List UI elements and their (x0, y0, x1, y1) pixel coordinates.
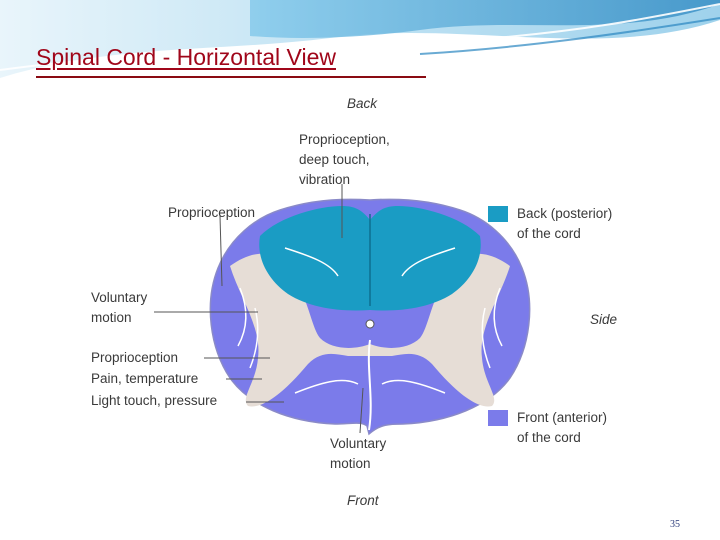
label-front: Front (347, 491, 379, 511)
legend-label-back: Back (posterior) of the cord (517, 204, 612, 244)
label-back: Back (347, 94, 377, 114)
label-voluntary-motion-bottom: Voluntary motion (330, 434, 386, 474)
title-underline (36, 76, 426, 78)
label-pain-temperature: Pain, temperature (91, 369, 198, 389)
label-voluntary-motion-left: Voluntary motion (91, 288, 147, 328)
page-number: 35 (670, 519, 680, 530)
slide-title: Spinal Cord - Horizontal View (36, 44, 336, 71)
legend-label-front: Front (anterior) of the cord (517, 408, 607, 448)
legend-swatch-front (488, 410, 508, 426)
label-proprioception-lower: Proprioception (91, 348, 178, 368)
label-proprioception-deep-touch-vibration: Proprioception, deep touch, vibration (299, 130, 390, 190)
label-side: Side (590, 310, 617, 330)
label-proprioception-top: Proprioception (168, 203, 255, 223)
central-canal (366, 320, 374, 328)
label-light-touch-pressure: Light touch, pressure (91, 391, 217, 411)
legend-swatch-back (488, 206, 508, 222)
spinal-cord-figure: Back Proprioception, deep touch, vibrati… (80, 88, 640, 516)
